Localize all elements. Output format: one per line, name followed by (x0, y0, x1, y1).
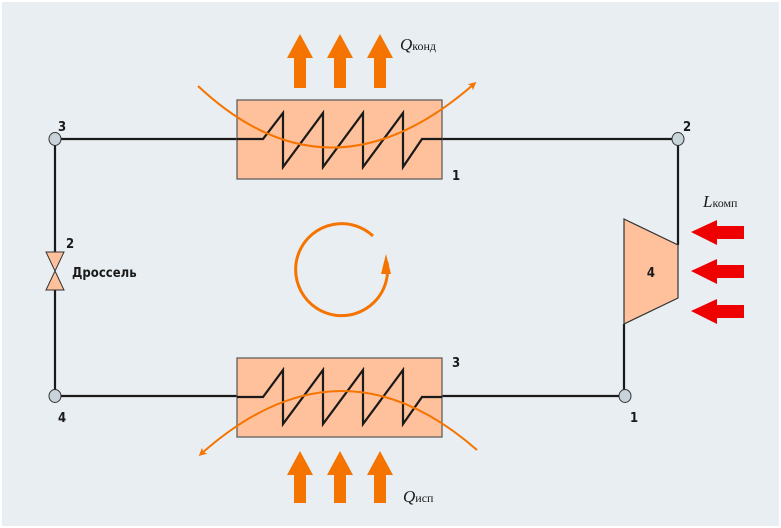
symbol: Q (400, 35, 412, 54)
evaporator-number: 3 (452, 356, 460, 371)
symbol: L (702, 192, 712, 211)
node-bottom-right (618, 389, 632, 403)
node-label-bottom-left: 4 (58, 411, 66, 426)
work-arrow-left-icon (691, 220, 744, 245)
condenser-air-flow-arrow (197, 82, 477, 149)
heat-arrow-up-icon (327, 34, 353, 88)
compressor-work-arrows (691, 220, 744, 324)
throttle-valve (45, 251, 65, 291)
node-label-bottom-right: 1 (630, 411, 638, 426)
compressor (623, 218, 679, 325)
cycle-arrowhead (381, 254, 391, 274)
subscript: конд (412, 39, 436, 53)
evaporator-air-flow-arrow (198, 390, 478, 456)
condenser (236, 99, 443, 180)
evaporator (236, 357, 443, 438)
throttle-number: 2 (66, 237, 74, 252)
condenser-coil (237, 109, 442, 171)
nodes (48, 132, 685, 403)
pipes (53, 137, 680, 398)
throttle-label: Дроссель (72, 266, 137, 281)
node-label-top-right: 2 (683, 120, 691, 135)
work-arrow-left-icon (691, 259, 744, 284)
compressor-number: 4 (647, 266, 655, 281)
node-label-top-left: 3 (58, 120, 66, 135)
work-arrow-left-icon (691, 299, 744, 324)
heat-arrow-up-icon (287, 451, 313, 503)
heat-arrow-up-icon (327, 451, 353, 503)
cycle-direction-arrow (294, 222, 390, 318)
compressor-work-label: Lкомп (702, 192, 738, 211)
symbol: Q (403, 487, 415, 506)
node-top-right (671, 132, 685, 146)
heat-arrow-up-icon (367, 451, 393, 503)
heat-rejection-arrows (287, 34, 393, 88)
evaporator-coil (237, 366, 442, 428)
heat-arrow-up-icon (367, 34, 393, 88)
subscript: комп (712, 196, 738, 210)
evaporator-heat-label: Qисп (403, 487, 434, 506)
node-bottom-left (48, 389, 62, 403)
subscript: исп (415, 491, 434, 505)
heat-arrow-up-icon (287, 34, 313, 88)
node-top-left (48, 132, 62, 146)
heat-absorption-arrows (287, 451, 393, 503)
condenser-heat-label: Qконд (400, 35, 436, 54)
condenser-number: 1 (452, 169, 460, 184)
